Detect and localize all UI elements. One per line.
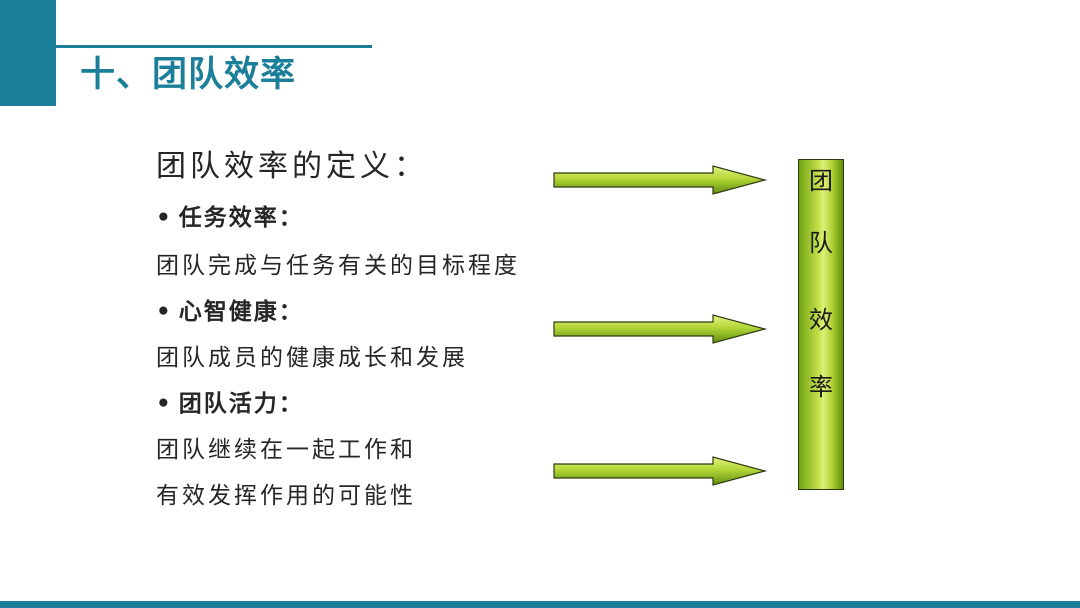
bullet-description: 团队继续在一起工作和 (156, 437, 416, 463)
side-box-char: 率 (809, 373, 833, 401)
corner-accent-block (0, 0, 56, 106)
bullet-description: 团队完成与任务有关的目标程度 (156, 253, 520, 279)
arrow-right-icon (553, 456, 767, 486)
bullet-label: 任务效率： (178, 205, 304, 231)
bullet-dot: • (156, 299, 173, 325)
bullet-dot: • (156, 391, 173, 417)
bullet-label: 心智健康： (178, 299, 304, 325)
side-box-char: 效 (809, 306, 833, 334)
definition-content: 团队效率的定义： •任务效率： 团队完成与任务有关的目标程度 •心智健康： 团队… (156, 149, 520, 509)
definition-heading: 团队效率的定义： (156, 149, 428, 184)
side-box-char: 队 (809, 229, 833, 257)
bullet-label: 团队活力： (178, 391, 304, 417)
team-efficiency-box: 团 队 效 率 (798, 159, 844, 490)
arrow-right-icon (553, 314, 767, 344)
bottom-accent-bar (0, 601, 1080, 608)
bullet-team-vitality: •团队活力： (156, 388, 304, 420)
bullet-description: 团队成员的健康成长和发展 (156, 345, 468, 371)
side-box-char: 团 (809, 167, 833, 195)
arrow-right-icon (553, 165, 767, 195)
title-underline (56, 45, 372, 48)
bullet-description: 有效发挥作用的可能性 (156, 483, 416, 509)
bullet-task-efficiency: •任务效率： (156, 202, 304, 234)
slide-title: 十、团队效率 (80, 55, 297, 95)
bullet-mental-health: •心智健康： (156, 296, 304, 328)
bullet-dot: • (156, 205, 173, 231)
